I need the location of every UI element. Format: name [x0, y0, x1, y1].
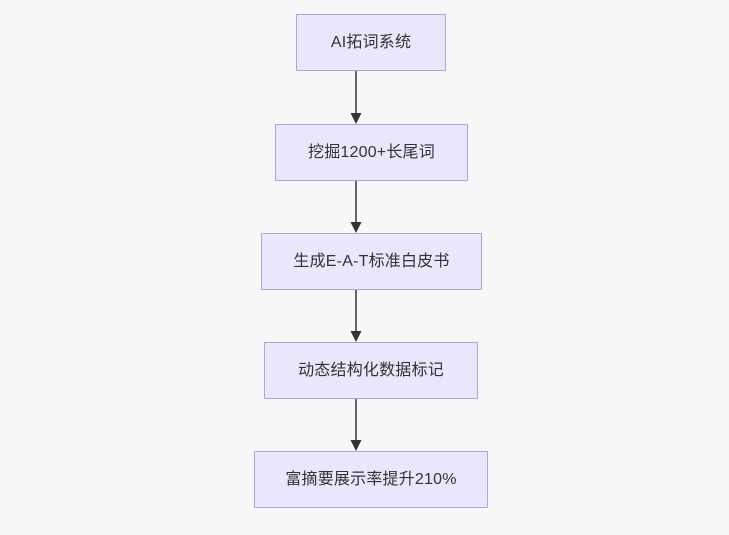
- flow-node-label: AI拓词系统: [330, 33, 412, 51]
- flow-node-label: 动态结构化数据标记: [298, 361, 444, 379]
- flow-edge-3: [350, 290, 362, 342]
- flow-node-dynamic-structured-data-markup[interactable]: 动态结构化数据标记: [264, 342, 478, 399]
- flow-node-rich-snippet-impression-lift[interactable]: 富摘要展示率提升210%: [254, 451, 488, 508]
- flow-node-mine-longtail-keywords[interactable]: 挖掘1200+长尾词: [275, 124, 468, 181]
- flow-node-ai-keyword-system[interactable]: AI拓词系统: [296, 14, 446, 71]
- flow-node-label: 挖掘1200+长尾词: [308, 143, 435, 161]
- flow-edge-4: [350, 399, 362, 451]
- flow-edge-1: [350, 71, 362, 124]
- flow-node-label: 生成E-A-T标准白皮书: [293, 252, 450, 270]
- flow-node-generate-eat-whitepaper[interactable]: 生成E-A-T标准白皮书: [261, 233, 482, 290]
- flow-node-label: 富摘要展示率提升210%: [285, 470, 457, 488]
- flow-edge-2: [350, 181, 362, 233]
